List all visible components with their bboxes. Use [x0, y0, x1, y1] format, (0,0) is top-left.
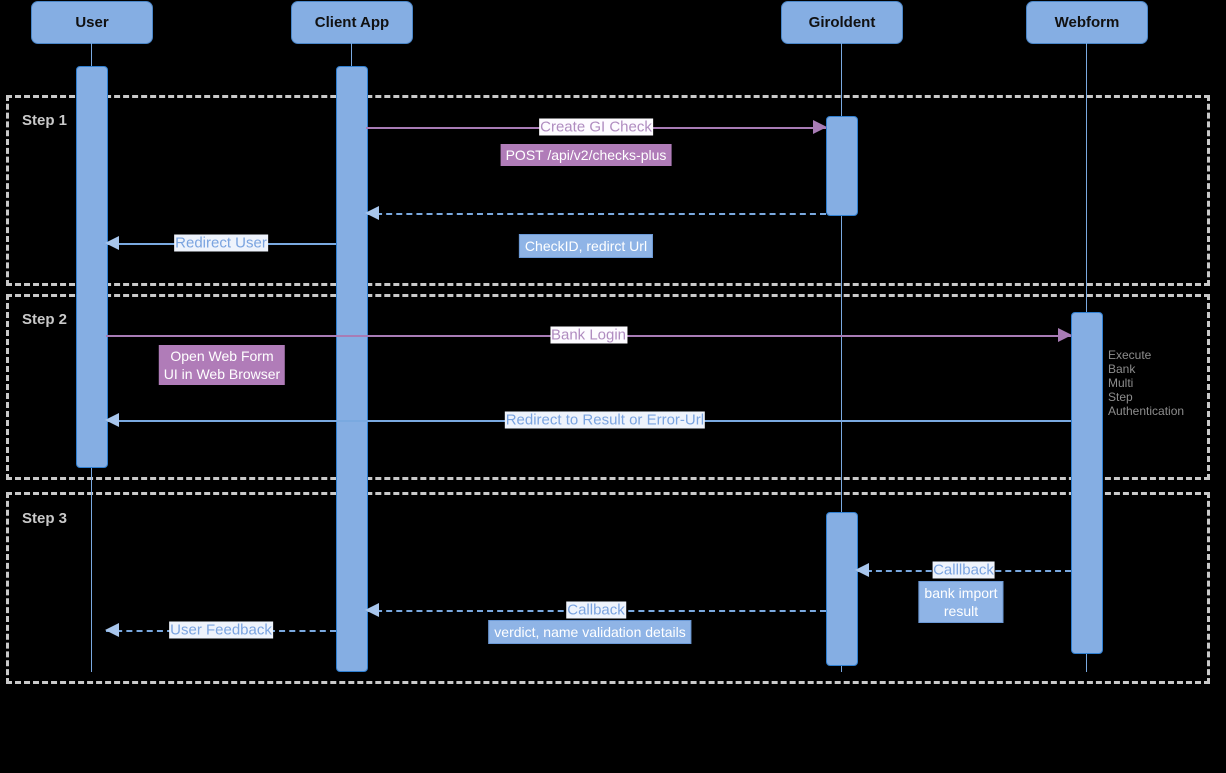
message-line: [366, 213, 826, 215]
participant-webform-label: Webform: [1054, 14, 1120, 31]
participant-client-app-label: Client App: [314, 14, 390, 31]
note-post-api-checks-plus: POST /api/v2/checks-plus: [500, 144, 672, 166]
activation-client-app: [336, 66, 368, 672]
message-label: Create GI Check: [539, 118, 653, 136]
participant-giroldent[interactable]: Giroldent: [781, 1, 903, 44]
note-checkid-redirect-url: CheckID, redirct Url: [518, 234, 654, 258]
frame-step-3: [6, 492, 1210, 684]
arrowhead-left-icon: [365, 603, 379, 617]
activation-user: [76, 66, 108, 468]
arrowhead-left-icon: [105, 623, 119, 637]
note-verdict-name-validation-details: verdict, name validation details: [488, 620, 692, 644]
frame-step-2-label: Step 2: [22, 311, 68, 328]
frame-step-1: [6, 95, 1210, 286]
message-label: Redirect User: [174, 234, 268, 252]
arrowhead-right-icon: [1058, 328, 1072, 342]
participant-user[interactable]: User: [31, 1, 153, 44]
frame-step-3-label: Step 3: [22, 510, 68, 527]
message-label: Calllback: [932, 561, 995, 579]
message-label: Bank Login: [549, 326, 628, 344]
participant-client-app[interactable]: Client App: [291, 1, 413, 44]
activation-giroldent-step3: [826, 512, 858, 666]
arrowhead-left-icon: [105, 236, 119, 250]
participant-webform[interactable]: Webform: [1026, 1, 1148, 44]
arrowhead-left-icon: [105, 413, 119, 427]
arrowhead-left-icon: [365, 206, 379, 220]
message-label: Callback: [566, 601, 626, 619]
activation-webform-step2: [1071, 312, 1103, 654]
frame-step-1-label: Step 1: [22, 112, 68, 129]
arrowhead-left-icon: [855, 563, 869, 577]
lifeline-giroldent: [841, 42, 842, 672]
message-label: Redirect to Result or Error-Url: [504, 411, 706, 429]
note-bank-import-result: bank import result: [918, 581, 1004, 623]
frame-step-2: [6, 294, 1210, 480]
arrowhead-right-icon: [813, 120, 827, 134]
participant-giroldent-label: Giroldent: [808, 14, 876, 31]
side-note-execute-bank-multi-step-authentication: Execute Bank Multi Step Authentication: [1108, 348, 1185, 418]
message-label: User Feedback: [169, 621, 273, 639]
activation-giroldent-step1: [826, 116, 858, 216]
participant-user-label: User: [75, 14, 109, 31]
note-open-web-form: Open Web Form UI in Web Browser: [158, 345, 286, 385]
